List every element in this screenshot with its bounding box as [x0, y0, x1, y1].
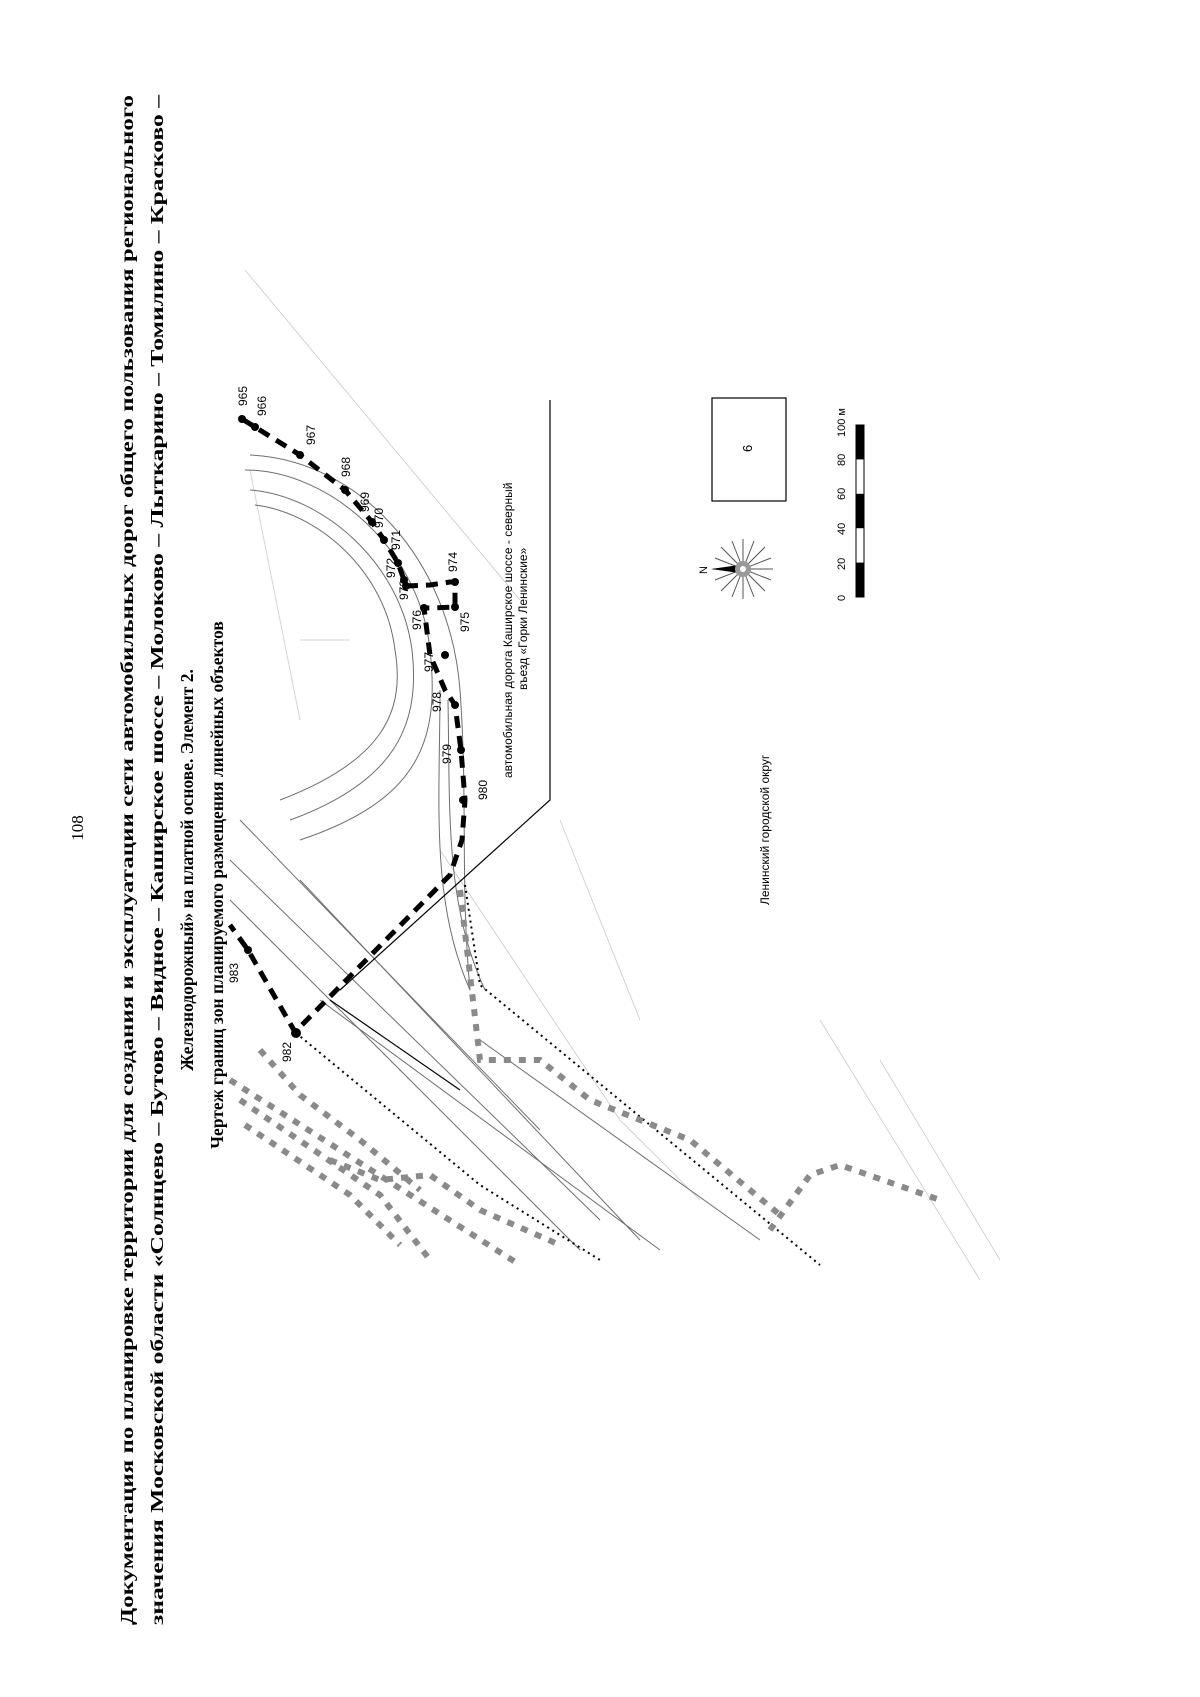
scale-tick-80: 80 — [836, 454, 848, 466]
point-978 — [451, 701, 459, 709]
point-980 — [459, 796, 467, 804]
label-970: 970 — [372, 508, 386, 528]
title-line-2: значения Московской области «Солнцево – … — [147, 95, 167, 1625]
scale-tick-20: 20 — [836, 558, 848, 570]
scale-tick-60: 60 — [836, 488, 848, 500]
label-983: 983 — [227, 963, 241, 983]
label-982: 982 — [280, 1042, 294, 1062]
road-label-line2: въезд «Горки Ленинские» — [516, 547, 530, 690]
scale-tick-40: 40 — [836, 523, 848, 535]
parcel-label: 6 — [740, 445, 755, 452]
district-label: Ленинский городской округ — [758, 754, 772, 905]
parcel-box: 6 — [711, 397, 787, 502]
point-977 — [441, 651, 449, 659]
point-973 — [402, 582, 410, 590]
point-966 — [251, 423, 259, 431]
compass-rose-icon: N — [698, 539, 773, 599]
point-967 — [296, 451, 304, 459]
label-965: 965 — [236, 386, 250, 406]
scale-segment — [856, 493, 864, 529]
label-976: 976 — [410, 610, 424, 630]
title-line-4: Чертеж границ зон планируемого размещени… — [207, 621, 227, 1149]
label-967: 967 — [304, 425, 318, 445]
label-978: 978 — [430, 692, 444, 712]
label-974: 974 — [446, 552, 460, 572]
scale-segment — [856, 425, 864, 460]
point-974 — [451, 578, 459, 586]
boundary-points — [238, 415, 467, 1038]
point-975 — [451, 603, 459, 611]
title-block: Документация по планировке территории дл… — [117, 95, 227, 1625]
planned-zone-boundary — [227, 416, 468, 1037]
title-line-3: Железнодорожный» на платной основе. Элем… — [177, 669, 197, 1071]
scale-tick-0: 0 — [836, 595, 848, 601]
point-976 — [420, 604, 428, 612]
label-972: 972 — [384, 558, 398, 578]
point-983 — [244, 946, 252, 954]
label-980: 980 — [476, 780, 490, 800]
road-label: автомобильная дорога Каширское шоссе - с… — [501, 483, 530, 778]
page-number: 108 — [68, 815, 87, 841]
label-979: 979 — [440, 744, 454, 764]
scale-bar: 0 20 40 60 80 100 м — [836, 408, 865, 601]
point-968 — [341, 486, 349, 494]
point-982 — [291, 1028, 301, 1038]
label-966: 966 — [255, 396, 269, 416]
label-969: 969 — [358, 492, 372, 512]
point-979 — [457, 746, 465, 754]
label-975: 975 — [458, 612, 472, 632]
label-973: 973 — [397, 580, 411, 600]
dotted-boundaries — [295, 884, 821, 1266]
point-965 — [238, 415, 246, 423]
point-971 — [394, 559, 402, 567]
point-969 — [368, 518, 376, 526]
point-970 — [380, 536, 388, 544]
title-line-1: Документация по планировке территории дл… — [117, 95, 137, 1625]
scale-tick-100: 100 м — [836, 408, 848, 437]
boundary-lines — [329, 400, 551, 1091]
grey-dashed-boundaries — [228, 889, 941, 1268]
background-lines — [244, 269, 1001, 1281]
point-labels: 965 966 967 968 969 970 971 972 973 974 … — [227, 386, 490, 1062]
label-968: 968 — [339, 457, 353, 477]
north-label: N — [698, 566, 710, 574]
road-linework — [229, 454, 761, 1251]
road-label-line1: автомобильная дорога Каширское шоссе - с… — [501, 483, 515, 778]
label-971: 971 — [389, 530, 403, 550]
label-977: 977 — [422, 652, 436, 672]
map-drawing: 965 966 967 968 969 970 971 972 973 974 … — [227, 269, 1001, 1281]
scale-segment — [856, 562, 864, 597]
